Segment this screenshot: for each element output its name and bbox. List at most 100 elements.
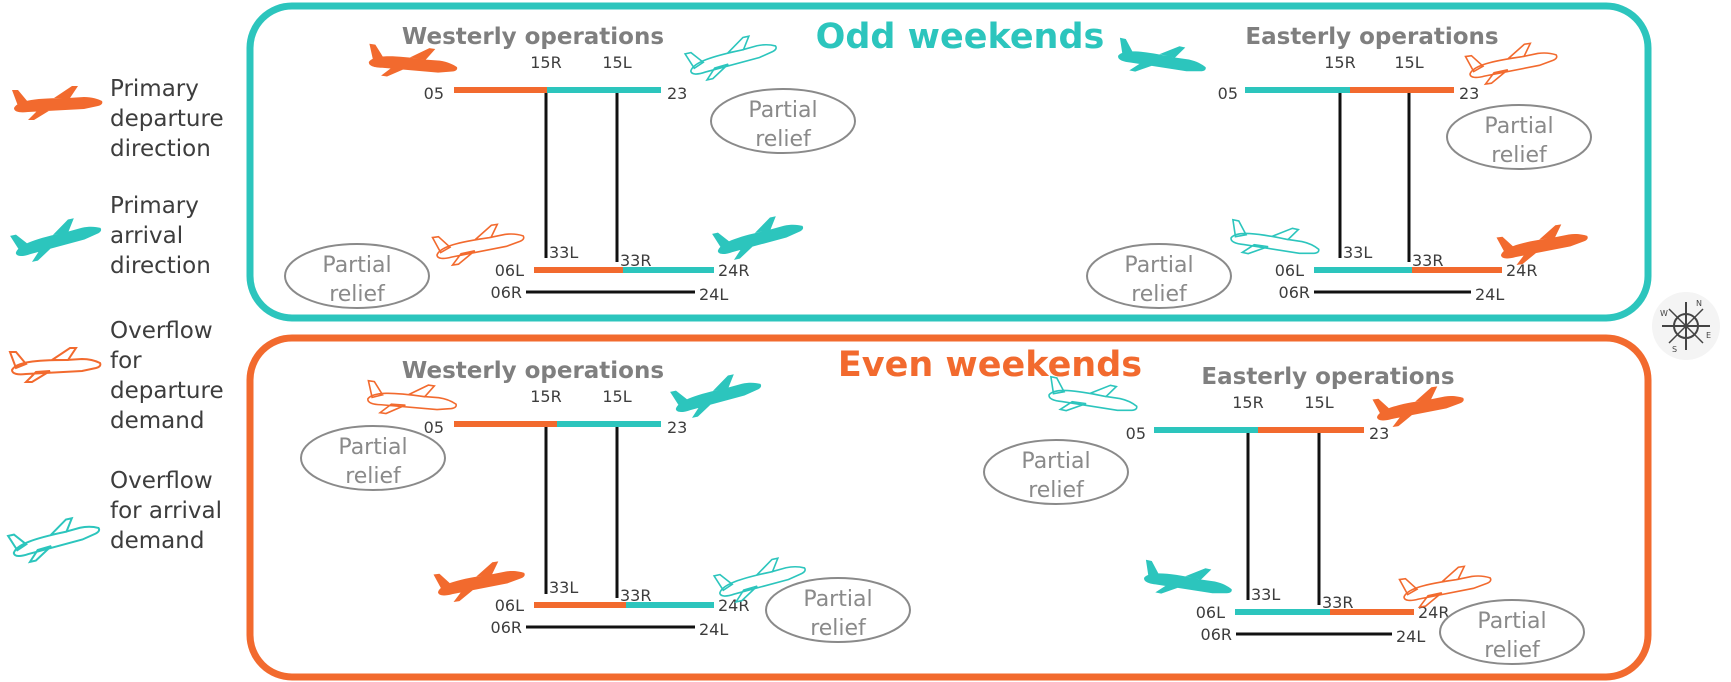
legend-label: demand — [110, 408, 204, 434]
runway-label-33l: 33L — [1343, 243, 1372, 262]
runway-label-15l: 15L — [1304, 393, 1333, 412]
plane-solid-teal-icon — [1113, 33, 1210, 86]
compass-letter: W — [1660, 309, 1668, 318]
partial-relief-ellipse — [284, 243, 430, 309]
legend-label: direction — [110, 136, 211, 162]
legend-label: direction — [110, 253, 211, 279]
compass-rose-icon: N E S W — [1652, 292, 1720, 360]
runway-label-05: 05 — [424, 84, 444, 103]
even-weekends-panel — [246, 334, 1652, 681]
runway-label-05: 05 — [424, 418, 444, 437]
legend-label: for — [110, 348, 142, 374]
plane-solid-teal-icon — [711, 211, 807, 264]
partial-relief-bubble: Partial relief — [765, 577, 911, 643]
plane-outline-orange-icon — [9, 347, 102, 383]
runway-label-24l: 24L — [1475, 285, 1504, 304]
runway-label-24r: 24R — [1418, 603, 1449, 622]
plane-solid-orange-icon — [12, 86, 103, 120]
legend-label: Overflow — [110, 318, 213, 344]
legend-label: departure — [110, 106, 224, 132]
compass-letter: N — [1696, 299, 1702, 308]
legend-item-overflow-arrival: Overflow for arrival demand — [6, 468, 222, 567]
plane-outline-teal-icon — [683, 30, 781, 85]
legend-label: Primary — [110, 76, 199, 102]
partial-relief-label: relief — [1491, 143, 1548, 168]
partial-relief-ellipse — [1086, 243, 1232, 309]
partial-relief-label: relief — [810, 616, 867, 641]
partial-relief-bubble: Partial relief — [1086, 243, 1232, 309]
runway-label-33r: 33R — [620, 586, 651, 605]
partial-relief-label: Partial — [748, 98, 817, 123]
runway-label-24r: 24R — [1506, 261, 1537, 280]
partial-relief-ellipse — [1439, 599, 1585, 665]
odd-weekends-title: Odd weekends — [816, 17, 1105, 57]
compass-letter: S — [1672, 345, 1677, 354]
runway-label-23: 23 — [1369, 424, 1389, 443]
partial-relief-ellipse — [710, 88, 856, 154]
runway-label-33l: 33L — [1251, 585, 1280, 604]
operations-heading: Westerly operations — [402, 358, 664, 384]
runway-label-06r: 06R — [1279, 283, 1310, 302]
runway-label-06l: 06L — [1275, 261, 1304, 280]
partial-relief-ellipse — [765, 577, 911, 643]
plane-solid-teal-icon — [669, 369, 765, 422]
runway-label-23: 23 — [1459, 84, 1479, 103]
partial-relief-label: Partial — [1124, 253, 1193, 278]
plane-outline-teal-icon — [6, 512, 104, 567]
runway-label-15l: 15L — [1394, 53, 1423, 72]
plane-solid-teal-shape — [1113, 33, 1210, 86]
runway-label-15l: 15L — [602, 53, 631, 72]
partial-relief-ellipse — [983, 439, 1129, 505]
partial-relief-label: Partial — [338, 435, 407, 460]
runway-label-24l: 24L — [699, 285, 728, 304]
runway-label-23: 23 — [667, 418, 687, 437]
partial-relief-ellipse — [300, 425, 446, 491]
runway-label-06l: 06L — [495, 261, 524, 280]
partial-relief-bubble: Partial relief — [710, 88, 856, 154]
runway-label-06r: 06R — [491, 618, 522, 637]
plane-solid-teal-shape — [711, 211, 807, 264]
partial-relief-label: relief — [1484, 638, 1541, 663]
legend-item-primary-arrival: Primary arrival direction — [9, 193, 211, 279]
partial-relief-label: relief — [755, 127, 812, 152]
odd-weekends-panel — [246, 2, 1652, 322]
partial-relief-label: Partial — [1477, 609, 1546, 634]
runway-label-33r: 33R — [620, 251, 651, 270]
partial-relief-label: relief — [1131, 282, 1188, 307]
runway-label-24r: 24R — [718, 261, 749, 280]
legend-item-overflow-departure: Overflow for departure demand — [9, 318, 224, 434]
legend-label: demand — [110, 528, 204, 554]
runway-label-15l: 15L — [602, 387, 631, 406]
runway-label-15r: 15R — [530, 53, 561, 72]
runway-label-23: 23 — [667, 84, 687, 103]
plane-solid-teal-icon — [9, 213, 105, 266]
legend-label: departure — [110, 378, 224, 404]
partial-relief-label: relief — [345, 464, 402, 489]
runway-label-15r: 15R — [530, 387, 561, 406]
legend-label: Primary — [110, 193, 199, 219]
plane-solid-teal-shape — [1139, 555, 1236, 608]
runway-label-05: 05 — [1218, 84, 1238, 103]
runway-label-15r: 15R — [1232, 393, 1263, 412]
partial-relief-bubble: Partial relief — [1439, 599, 1585, 665]
runway-label-06r: 06R — [1201, 625, 1232, 644]
legend-label: Overflow — [110, 468, 213, 494]
partial-relief-ellipse — [1446, 104, 1592, 170]
partial-relief-label: Partial — [322, 253, 391, 278]
partial-relief-bubble: Partial relief — [300, 425, 446, 491]
legend: Primary departure direction Primary arri… — [6, 76, 224, 567]
runway-label-24l: 24L — [699, 620, 728, 639]
partial-relief-label: relief — [1028, 478, 1085, 503]
runway-label-06r: 06R — [491, 283, 522, 302]
runway-label-06l: 06L — [495, 596, 524, 615]
partial-relief-label: relief — [329, 282, 386, 307]
partial-relief-label: Partial — [803, 587, 872, 612]
plane-outline-teal-shape — [683, 30, 781, 85]
runway-label-15r: 15R — [1324, 53, 1355, 72]
runway-label-06l: 06L — [1196, 603, 1225, 622]
